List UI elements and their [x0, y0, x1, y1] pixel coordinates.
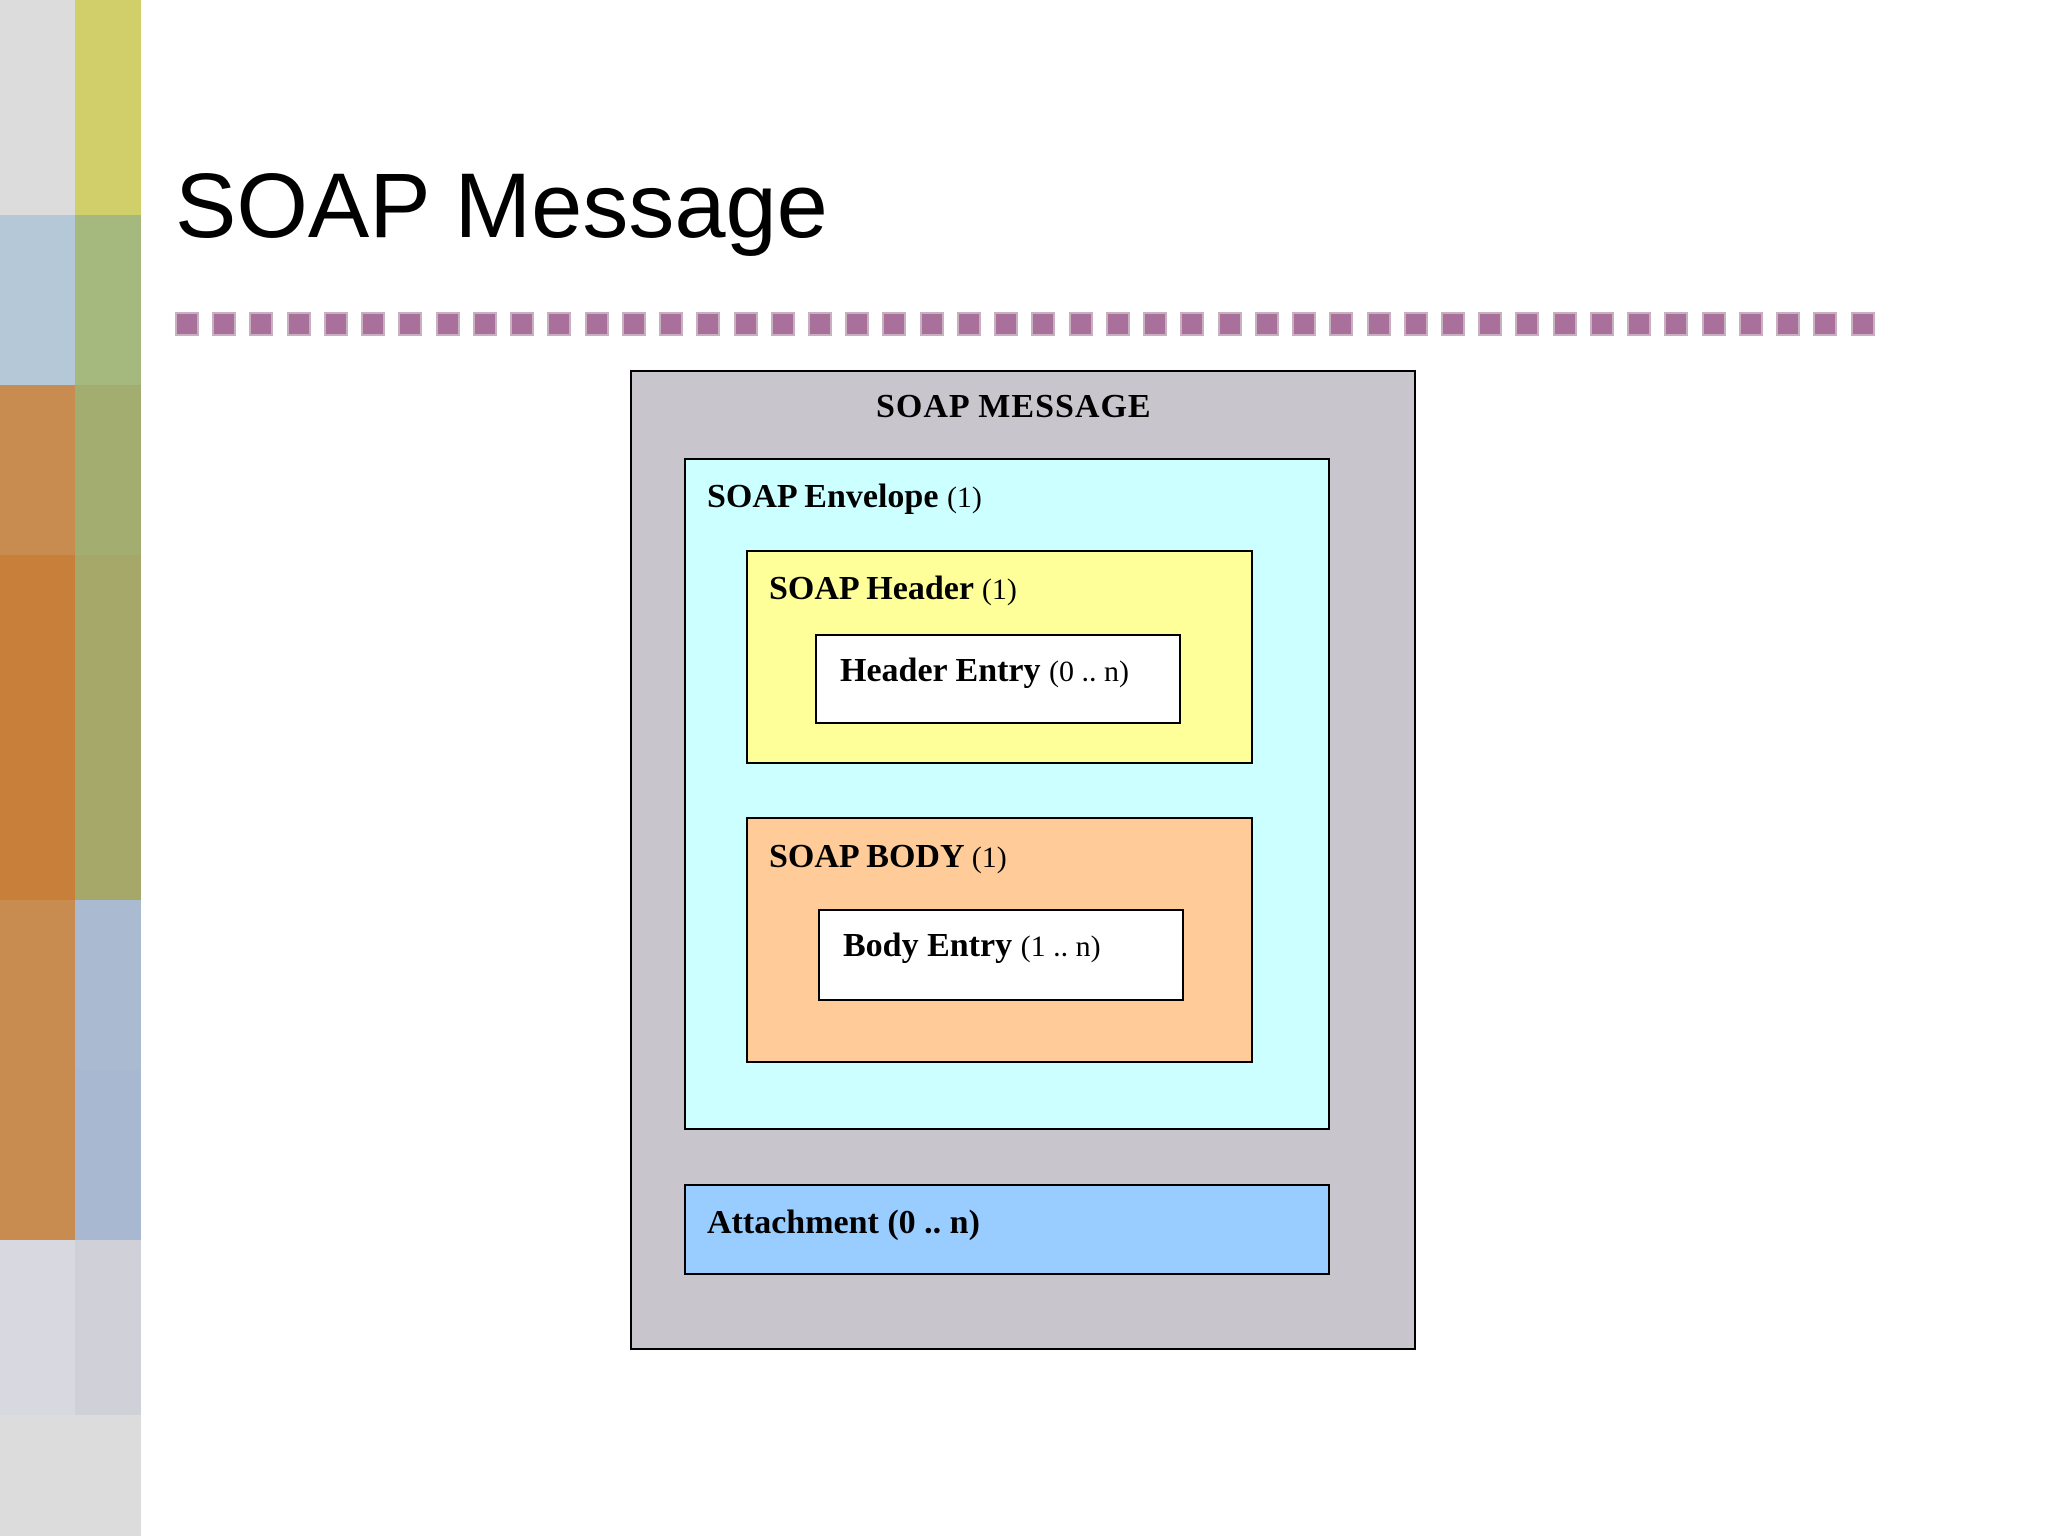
divider-square	[956, 312, 981, 336]
attachment-name: Attachment	[707, 1204, 879, 1241]
divider-square	[1366, 312, 1391, 336]
divider-square	[175, 312, 199, 336]
divider-square	[1068, 312, 1093, 336]
divider-square	[1143, 312, 1168, 336]
body-entry-label: Body Entry (1 .. n)	[843, 927, 1101, 965]
dotted-divider	[175, 312, 1875, 340]
divider-square	[584, 312, 609, 336]
divider-square	[1031, 312, 1056, 336]
body-entry-cardinality: (1 .. n)	[1020, 930, 1101, 963]
soap-message-label: SOAP MESSAGE	[876, 388, 1152, 425]
divider-square	[1105, 312, 1130, 336]
body-entry-name: Body Entry	[843, 927, 1013, 964]
soap-header-cardinality: (1)	[981, 573, 1017, 606]
divider-square	[435, 312, 460, 336]
divider-square	[621, 312, 646, 336]
divider-square	[323, 312, 348, 336]
header-entry-box	[815, 634, 1181, 724]
soap-body-label: SOAP BODY (1)	[769, 838, 1007, 876]
divider-square	[733, 312, 758, 336]
divider-square	[547, 312, 572, 336]
header-entry-cardinality: (0 .. n)	[1049, 655, 1129, 688]
divider-square	[845, 312, 870, 336]
divider-square	[807, 312, 832, 336]
soap-body-cardinality: (1)	[971, 841, 1007, 874]
attachment-cardinality: (0 .. n)	[887, 1204, 980, 1241]
soap-header-name: SOAP Header	[769, 570, 974, 607]
divider-square	[1813, 312, 1838, 336]
divider-square	[659, 312, 684, 336]
header-entry-label: Header Entry (0 .. n)	[840, 652, 1129, 690]
divider-square	[1254, 312, 1279, 336]
divider-square	[994, 312, 1019, 336]
divider-square	[1217, 312, 1242, 336]
divider-square	[212, 312, 237, 336]
divider-square	[1292, 312, 1317, 336]
divider-square	[696, 312, 721, 336]
divider-square	[361, 312, 386, 336]
soap-header-label: SOAP Header (1)	[769, 570, 1017, 608]
body-entry-box	[818, 909, 1184, 1001]
divider-square	[1552, 312, 1577, 336]
soap-envelope-cardinality: (1)	[946, 481, 982, 514]
divider-square	[1850, 312, 1875, 336]
divider-square	[249, 312, 274, 336]
header-entry-name: Header Entry	[840, 652, 1041, 689]
divider-square	[1403, 312, 1428, 336]
divider-square	[1589, 312, 1614, 336]
divider-square	[1515, 312, 1540, 336]
attachment-label: Attachment (0 .. n)	[707, 1204, 980, 1242]
soap-envelope-label: SOAP Envelope (1)	[707, 478, 982, 516]
divider-square	[1180, 312, 1205, 336]
divider-square	[770, 312, 795, 336]
divider-square	[472, 312, 497, 336]
divider-square	[1329, 312, 1354, 336]
attachment-box	[684, 1184, 1330, 1275]
divider-square	[398, 312, 423, 336]
soap-envelope-name: SOAP Envelope	[707, 478, 939, 515]
divider-square	[1478, 312, 1503, 336]
divider-square	[919, 312, 944, 336]
slide-title: SOAP Message	[175, 155, 828, 257]
divider-square	[882, 312, 907, 336]
divider-square	[1664, 312, 1689, 336]
divider-square	[1738, 312, 1763, 336]
soap-body-name: SOAP BODY	[769, 838, 964, 875]
divider-square	[1440, 312, 1465, 336]
divider-square	[1776, 312, 1801, 336]
divider-square	[286, 312, 311, 336]
divider-square	[1627, 312, 1652, 336]
divider-square	[1701, 312, 1726, 336]
divider-square	[510, 312, 535, 336]
